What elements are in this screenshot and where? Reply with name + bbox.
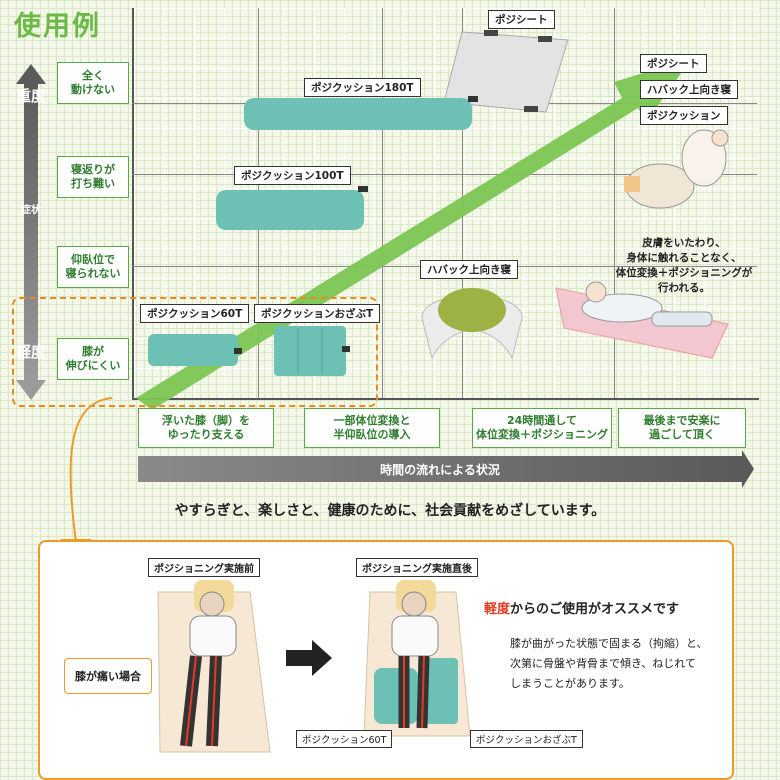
severity-light: 軽度 (16, 343, 47, 361)
cushion-ozabu-image (274, 326, 350, 376)
time-axis-arrow-head (742, 450, 754, 488)
caregiver-illustration (624, 129, 729, 209)
label-after-ozabu: ポジクッションおざぶT (470, 730, 583, 748)
page-title: 使用例 (14, 11, 101, 42)
cushion-100t-image (216, 186, 368, 230)
row-label-2: 寝返りが打ち難い (57, 156, 129, 198)
severity-arrow-foot (16, 380, 46, 400)
time-axis: 時間の流れによる状況 (138, 456, 742, 482)
row-label-1: 全く動けない (57, 62, 129, 104)
label-cushion-180t: ポジクッション180T (304, 78, 421, 97)
row-label-4: 膝が伸びにくい (57, 338, 129, 380)
label-right-cushion: ポジクッション (640, 106, 728, 125)
row-label-3: 仰臥位で寝られない (57, 246, 129, 288)
light-usage-highlight (12, 297, 378, 407)
severity-symptom: 症状 (21, 205, 41, 216)
label-before: ポジショニング実施前 (148, 558, 260, 577)
severity-axis: 重度 症状 軽度 (16, 64, 46, 400)
description: 膝が曲がった状態で固まる（拘縮）と、 次第に骨盤や背骨まで傾き、ねじれて しまう… (510, 637, 708, 690)
severity-heavy: 重度 (16, 87, 47, 105)
col-label-4: 最後まで安楽に過ごして頂く (618, 408, 746, 448)
posi-sheet-image (443, 30, 569, 113)
col-label-3: 24時間通して体位変換＋ポジショニング (472, 408, 612, 448)
transition-arrow (286, 640, 332, 676)
cushion-180t-image (244, 96, 478, 130)
recommendation: 軽度からのご使用がオススメです (484, 602, 680, 617)
label-cushion-100t: ポジクッション100T (234, 166, 351, 185)
label-right-habakku: ハバック上向き寝 (640, 80, 738, 99)
label-after: ポジショニング実施直後 (356, 558, 478, 577)
right-note: 皮膚をいたわり、 身体に触れることなく、 体位変換＋ポジショニングが 行われる。 (615, 237, 753, 294)
slogan: やすらぎと、楽しさと、健康のために、社会貢献をめざしています。 (174, 503, 606, 519)
col-label-2: 一部体位変換と半仰臥位の導入 (304, 408, 440, 448)
label-right-posi-sheet: ポジシート (640, 54, 707, 73)
severity-arrow-head (16, 64, 46, 84)
col-label-1: 浮いた膝（脚）をゆったり支える (138, 408, 274, 448)
before-illustration (157, 580, 271, 753)
label-habakku: ハバック上向き寝 (420, 260, 518, 279)
label-cushion-ozabu: ポジクッションおざぶT (254, 304, 381, 323)
label-after-c60: ポジクッション60T (296, 730, 393, 748)
label-posi-sheet: ポジシート (488, 10, 555, 29)
knee-pain-label: 膝が痛い場合 (64, 658, 152, 694)
patient-on-sheet-illustration (555, 281, 729, 359)
label-cushion-60t: ポジクッション60T (140, 304, 250, 323)
cushion-60t-image (148, 334, 242, 366)
habakku-image (421, 288, 523, 360)
after-illustration (363, 580, 471, 737)
